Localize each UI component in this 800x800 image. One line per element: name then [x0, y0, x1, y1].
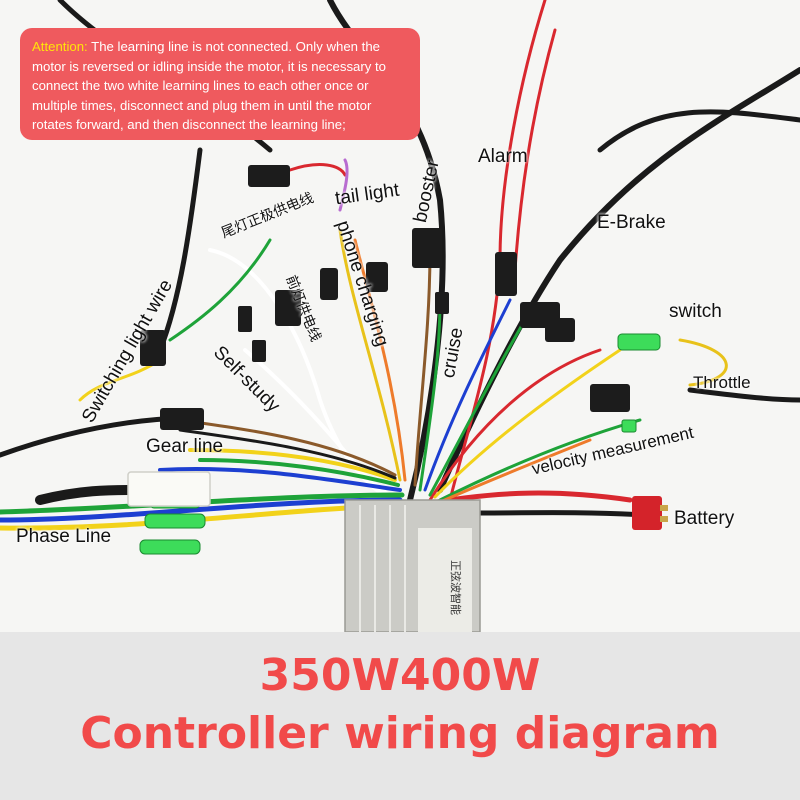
footer-title-diagram: Controller wiring diagram — [80, 708, 720, 759]
attention-text: The learning line is not connected. Only… — [32, 39, 387, 132]
label-phase-line: Phase Line — [16, 526, 112, 547]
footer-band — [0, 632, 800, 800]
label-switch: switch — [669, 301, 722, 322]
controller-brand: 正弦波智能 — [449, 560, 463, 615]
label-alarm: Alarm — [478, 146, 528, 167]
attention-note: Attention: The learning line is not conn… — [20, 28, 420, 140]
label-battery: Battery — [674, 508, 735, 529]
footer-title-power: 350W400W — [259, 650, 541, 701]
label-gear-line: Gear line — [146, 436, 224, 457]
label-throttle: Throttle — [693, 373, 751, 392]
attention-label: Attention: — [32, 39, 88, 54]
label-e-brake: E-Brake — [597, 212, 666, 233]
